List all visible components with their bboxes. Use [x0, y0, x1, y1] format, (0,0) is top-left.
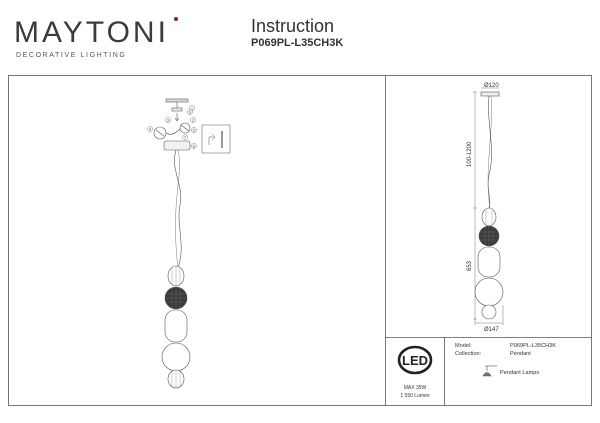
dim-cable [487, 95, 492, 209]
cylinder-shade [164, 309, 188, 343]
arrow-head [174, 117, 180, 122]
step-8-label: 8 [193, 144, 195, 148]
brand-tagline: DECORATIVE LIGHTING [16, 52, 127, 59]
dim-body-height: 653 [467, 260, 473, 271]
step-5-label: 5 [193, 128, 195, 132]
brand-name: MAYTONI [14, 16, 169, 49]
dim-cylinder [477, 246, 501, 278]
lumen-rating: 1 550 Lumen [400, 393, 430, 399]
header-model-code: P069PL-L35CH3K [251, 37, 344, 49]
wire-link [165, 128, 181, 135]
canopy [163, 140, 191, 151]
led-badge-text: LED [402, 353, 428, 368]
suspension-cable [174, 149, 182, 269]
drawing-frame [8, 75, 592, 406]
dim-bottom-bead [481, 304, 497, 320]
step-7-marker [182, 134, 188, 140]
ceiling-plate [165, 98, 189, 103]
step-2-label: 2 [192, 118, 194, 122]
power-rating: MAX 35W [403, 385, 427, 391]
dim-round-sphere [474, 277, 504, 307]
detail-inset [201, 124, 231, 154]
dim-cable-length: 100-1200 [467, 141, 473, 167]
led-badge-ring [397, 345, 433, 375]
mounting-bracket [171, 107, 183, 112]
step-3-label: 3 [167, 118, 169, 122]
dim-top-bead [481, 207, 497, 227]
detail-inset-frame [201, 124, 231, 154]
assembly-diagram [153, 98, 191, 389]
wire-connector-right [179, 122, 191, 134]
step-callouts [147, 105, 197, 149]
brand-logo: MAYTONI DECORATIVE LIGHTING [14, 16, 184, 60]
step-7-label: 7 [184, 135, 186, 139]
document-title: Instruction [251, 16, 335, 36]
step-4-marker [147, 126, 153, 132]
brand-accent-dot [174, 17, 178, 21]
collection-label: Collection: [455, 351, 482, 357]
step-8-marker [191, 143, 197, 149]
document-header: Instruction P069PL-L35CH3K [251, 16, 343, 49]
inset-arrow-icon [211, 133, 216, 141]
pendant-lamp-icon [482, 365, 497, 377]
step-2-marker [190, 117, 196, 123]
step-6-marker [187, 109, 193, 115]
dim-canopy [480, 91, 500, 97]
category-label: Pendant Lamps [500, 370, 540, 376]
step-4-label: 4 [149, 127, 151, 131]
step-3-marker [165, 117, 171, 123]
model-value: P069PL-L35CH3K [510, 343, 557, 349]
collection-value: Pendant [510, 351, 531, 357]
step-6-label: 6 [189, 110, 191, 114]
dimension-diagram [473, 87, 504, 325]
wire-strands [155, 124, 190, 137]
led-badge: LED [397, 345, 433, 375]
dim-body-diameter: Ø147 [484, 327, 499, 333]
model-label: Model: [455, 343, 472, 349]
dim-canopy-diameter: Ø120 [484, 83, 499, 89]
round-glass-sphere [161, 342, 191, 372]
step-5-marker [191, 127, 197, 133]
power-cable [175, 149, 180, 269]
step-1-label: 1 [191, 106, 193, 110]
hook-icon [208, 136, 214, 145]
